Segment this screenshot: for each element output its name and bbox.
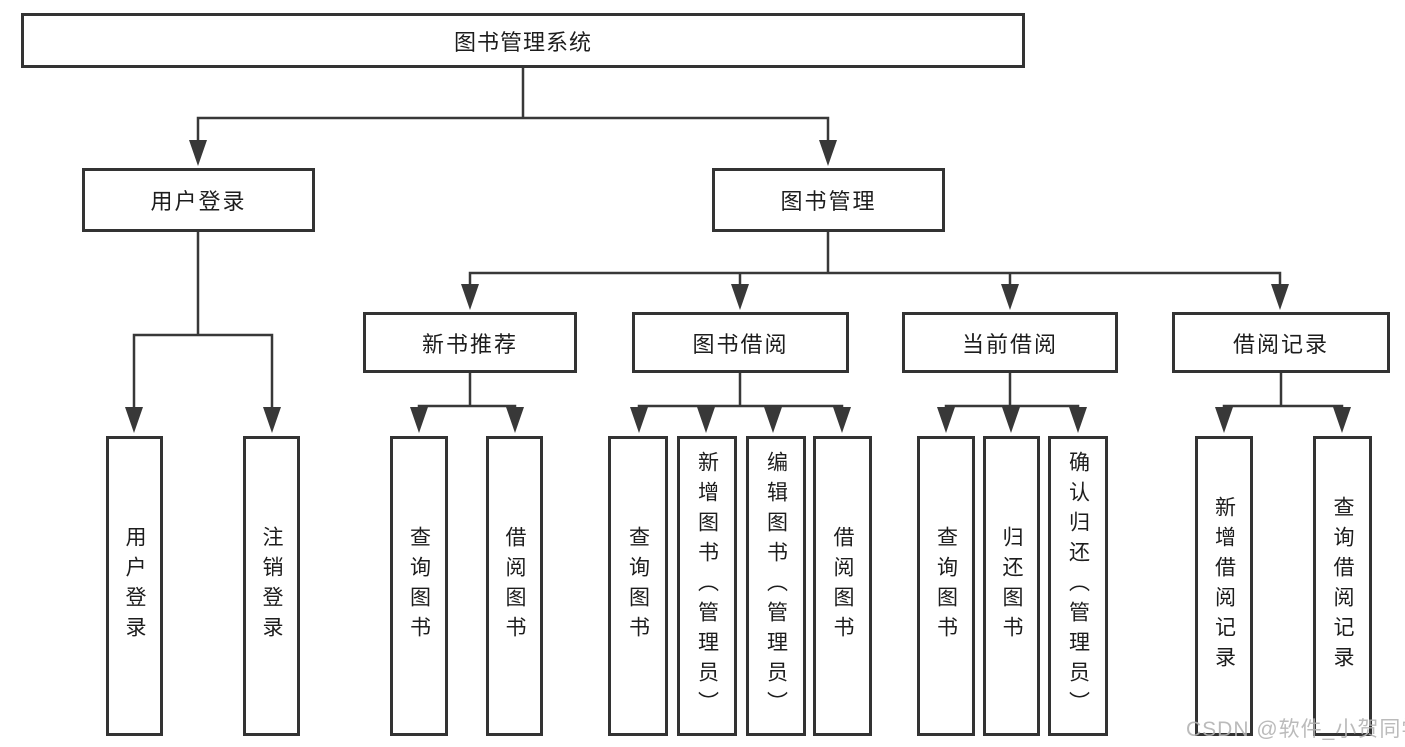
- leaf-add-book-admin: 新增图书（管理员）: [677, 436, 737, 736]
- arrow-icon: [764, 407, 782, 433]
- leaf-query-books-1: 查询图书: [390, 436, 448, 736]
- leaf-query-books-1-label: 查询图书: [407, 526, 431, 646]
- arrow-icon: [263, 407, 281, 433]
- node-borrow-records-label: 借阅记录: [1232, 331, 1329, 357]
- leaf-add-borrow-record-label: 新增借阅记录: [1212, 496, 1236, 676]
- leaf-query-books-3: 查询图书: [917, 436, 975, 736]
- leaf-borrow-books-2-label: 借阅图书: [831, 526, 854, 646]
- node-borrow-records: 借阅记录: [1172, 312, 1390, 373]
- arrow-icon: [819, 140, 837, 166]
- connector-root-split: [196, 64, 830, 148]
- arrow-icon: [1333, 407, 1351, 433]
- node-new-book-recommend: 新书推荐: [363, 312, 577, 373]
- node-system-root-label: 图书管理系统: [453, 29, 592, 55]
- leaf-edit-book-admin: 编辑图书（管理员）: [746, 436, 806, 736]
- leaf-return-books: 归还图书: [983, 436, 1040, 736]
- node-book-management-label: 图书管理: [780, 189, 877, 214]
- leaf-query-books-2-label: 查询图书: [626, 526, 650, 646]
- leaf-logout-label: 注销登录: [260, 526, 283, 646]
- arrow-icon: [731, 284, 749, 310]
- arrow-icon: [937, 407, 955, 433]
- connector-user-login-split: [132, 230, 274, 414]
- node-user-login: 用户登录: [82, 168, 315, 232]
- node-book-borrow: 图书借阅: [632, 312, 849, 373]
- leaf-query-borrow-record: 查询借阅记录: [1313, 436, 1372, 736]
- arrow-icon: [189, 140, 207, 166]
- connector-current-borrow-split: [944, 371, 1080, 414]
- node-current-borrow-label: 当前借阅: [961, 331, 1058, 357]
- connector-new-book-split: [417, 371, 517, 414]
- node-new-book-recommend-label: 新书推荐: [421, 331, 518, 357]
- leaf-add-borrow-record: 新增借阅记录: [1195, 436, 1253, 736]
- connector-borrow-records-split: [1222, 371, 1344, 414]
- node-user-login-label: 用户登录: [150, 189, 247, 214]
- leaf-user-login-label: 用户登录: [123, 526, 146, 646]
- leaf-confirm-return-admin: 确认归还（管理员）: [1048, 436, 1108, 736]
- csdn-watermark: CSDN @软件_小贺同学: [1186, 718, 1405, 741]
- arrow-icon: [461, 284, 479, 310]
- node-current-borrow: 当前借阅: [902, 312, 1118, 373]
- connector-book-mgmt-split: [468, 230, 1282, 292]
- leaf-return-books-label: 归还图书: [1000, 526, 1023, 646]
- arrow-icon: [1215, 407, 1233, 433]
- arrow-icon: [697, 407, 715, 433]
- arrowheads: [125, 140, 1351, 433]
- leaf-query-borrow-record-label: 查询借阅记录: [1331, 496, 1354, 676]
- arrow-icon: [630, 407, 648, 433]
- arrow-icon: [1001, 284, 1019, 310]
- arrow-icon: [410, 407, 428, 433]
- leaf-borrow-books-1-label: 借阅图书: [503, 526, 526, 646]
- arrow-icon: [1271, 284, 1289, 310]
- leaf-logout: 注销登录: [243, 436, 300, 736]
- leaf-borrow-books-1: 借阅图书: [486, 436, 543, 736]
- arrow-icon: [506, 407, 524, 433]
- leaf-borrow-books-2: 借阅图书: [813, 436, 872, 736]
- arrow-icon: [1002, 407, 1020, 433]
- leaf-add-book-admin-label: 新增图书（管理员）: [695, 451, 719, 721]
- node-book-borrow-label: 图书借阅: [692, 331, 789, 357]
- node-book-management: 图书管理: [712, 168, 945, 232]
- node-system-root: 图书管理系统: [21, 13, 1025, 68]
- leaf-query-books-2: 查询图书: [608, 436, 668, 736]
- arrow-icon: [125, 407, 143, 433]
- arrow-icon: [833, 407, 851, 433]
- connector-book-borrow-split: [637, 371, 844, 414]
- leaf-edit-book-admin-label: 编辑图书（管理员）: [764, 451, 788, 721]
- leaf-user-login: 用户登录: [106, 436, 163, 736]
- leaf-confirm-return-admin-label: 确认归还（管理员）: [1066, 451, 1090, 721]
- leaf-query-books-3-label: 查询图书: [934, 526, 958, 646]
- arrow-icon: [1069, 407, 1087, 433]
